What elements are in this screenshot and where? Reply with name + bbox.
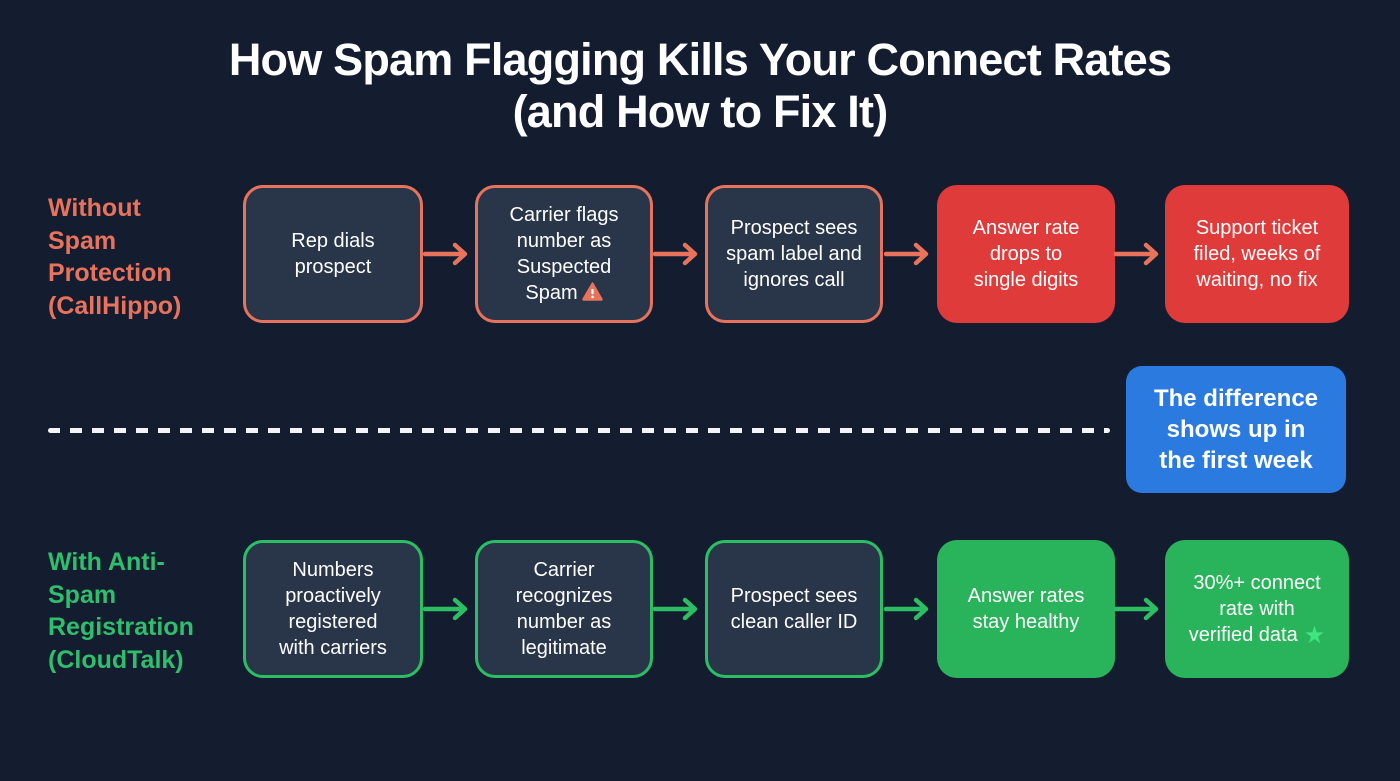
step-box-rep-dials: Rep dials prospect	[243, 185, 423, 323]
arrow-right-icon	[1114, 597, 1159, 621]
step-text: Answer rate drops to single digits	[972, 217, 1080, 291]
step-text: Prospect sees spam label and ignores cal…	[726, 217, 862, 291]
step-text-inner: Carrier flags number as Suspected Spam	[509, 204, 619, 304]
step-box-carrier-recognizes: Carrier recognizes number as legitimate	[475, 540, 653, 678]
step-text: 30%+ connect rate with verified data★	[1189, 570, 1325, 648]
step-text: Numbers proactively registered with carr…	[279, 559, 387, 659]
step-text: Prospect sees clean caller ID	[730, 585, 858, 633]
star-icon: ★	[1303, 622, 1326, 649]
row-label-without-protection: Without Spam Protection (CallHippo)	[48, 194, 182, 320]
arrow-right-icon	[884, 597, 929, 621]
page-title-line1: How Spam Flagging Kills Your Connect Rat…	[228, 34, 1172, 85]
arrow-right-icon	[423, 242, 468, 266]
step-text-inner: 30%+ connect rate with verified data	[1188, 572, 1321, 646]
arrow-right-icon	[423, 597, 468, 621]
warning-triangle-icon	[581, 282, 603, 301]
difference-callout: The difference shows up in the first wee…	[1126, 366, 1346, 493]
step-box-support-ticket: Support ticket filed, weeks of waiting, …	[1165, 185, 1349, 323]
step-text: Answer rates stay healthy	[967, 585, 1085, 633]
arrow-right-icon	[653, 597, 698, 621]
arrow-right-icon	[653, 242, 698, 266]
row-label-with-registration: With Anti- Spam Registration (CloudTalk)	[48, 548, 194, 674]
step-box-carrier-flags: Carrier flags number as Suspected Spam	[475, 185, 653, 323]
arrow-right-icon	[1114, 242, 1159, 266]
callout-text: The difference shows up in the first wee…	[1153, 385, 1319, 474]
page-title-line2: (and How to Fix It)	[512, 86, 889, 137]
step-box-clean-caller-id: Prospect sees clean caller ID	[705, 540, 883, 678]
step-box-numbers-registered: Numbers proactively registered with carr…	[243, 540, 423, 678]
step-box-answer-rates-healthy: Answer rates stay healthy	[937, 540, 1115, 678]
step-text: Support ticket filed, weeks of waiting, …	[1193, 217, 1321, 291]
step-text: Rep dials prospect	[291, 230, 375, 278]
dashed-divider-line	[48, 428, 1110, 433]
arrow-right-icon	[884, 242, 929, 266]
step-text: Carrier recognizes number as legitimate	[515, 559, 613, 659]
step-text: Carrier flags number as Suspected Spam	[510, 202, 619, 306]
page-title: How Spam Flagging Kills Your Connect Rat…	[0, 34, 1400, 138]
step-box-prospect-ignores: Prospect sees spam label and ignores cal…	[705, 185, 883, 323]
step-box-answer-rate-drops: Answer rate drops to single digits	[937, 185, 1115, 323]
step-box-connect-rate: 30%+ connect rate with verified data★	[1165, 540, 1349, 678]
